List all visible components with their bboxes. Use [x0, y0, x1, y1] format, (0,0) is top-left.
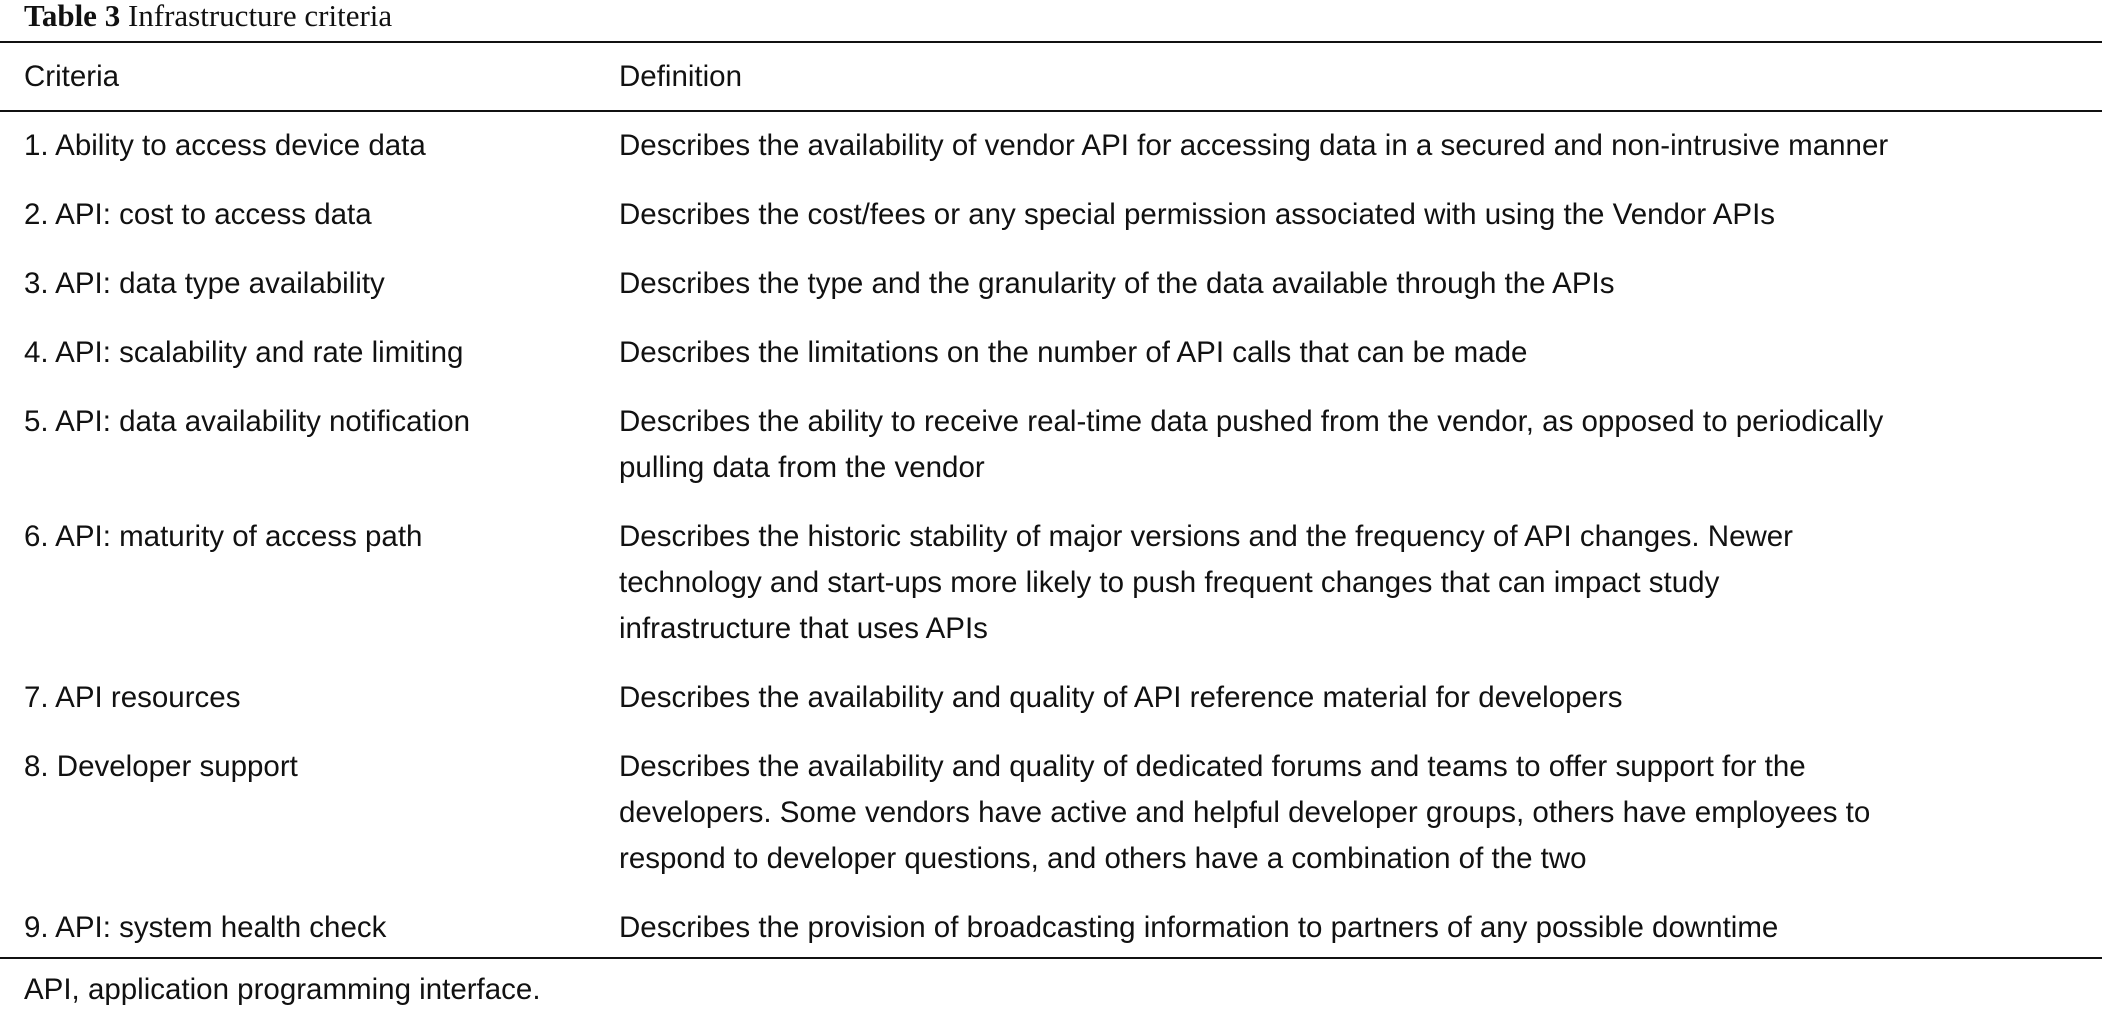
definition-cell: Describes the cost/fees or any special p… — [619, 192, 2089, 238]
definition-line: infrastructure that uses APIs — [619, 612, 988, 645]
definition-line: Describes the availability and quality o… — [619, 681, 1623, 714]
table-caption: Table 3 Infrastructure criteria — [24, 0, 392, 40]
table-bottom-rule — [0, 957, 2102, 959]
definition-line: Describes the type and the granularity o… — [619, 267, 1615, 300]
definition-cell: Describes the availability and quality o… — [619, 744, 2089, 882]
criteria-cell: 8. Developer support — [24, 750, 298, 783]
definition-cell: Describes the availability of vendor API… — [619, 123, 2089, 169]
definition-line: Describes the provision of broadcasting … — [619, 911, 1779, 944]
definition-line: developers. Some vendors have active and… — [619, 796, 1871, 829]
column-header-criteria: Criteria — [24, 60, 120, 93]
column-header-definition: Definition — [619, 60, 742, 93]
criteria-cell: 3. API: data type availability — [24, 267, 385, 300]
definition-line: respond to developer questions, and othe… — [619, 842, 1587, 875]
definition-line: pulling data from the vendor — [619, 451, 985, 484]
definition-cell: Describes the limitations on the number … — [619, 330, 2089, 376]
table-caption-title: Infrastructure criteria — [127, 0, 393, 33]
definition-line: Describes the availability and quality o… — [619, 750, 1806, 783]
table-header-rule — [0, 110, 2102, 112]
definition-cell: Describes the availability and quality o… — [619, 675, 2089, 721]
criteria-cell: 9. API: system health check — [24, 911, 387, 944]
table-caption-label: Table 3 — [24, 0, 121, 33]
definition-cell: Describes the type and the granularity o… — [619, 261, 2089, 307]
criteria-cell: 5. API: data availability notification — [24, 405, 471, 438]
criteria-cell: 1. Ability to access device data — [24, 129, 426, 162]
definition-line: Describes the historic stability of majo… — [619, 520, 1794, 553]
definition-cell: Describes the provision of broadcasting … — [619, 905, 2089, 951]
definition-line: Describes the limitations on the number … — [619, 336, 1528, 369]
criteria-cell: 2. API: cost to access data — [24, 198, 372, 231]
definition-line: Describes the ability to receive real-ti… — [619, 405, 1884, 438]
criteria-cell: 6. API: maturity of access path — [24, 520, 423, 553]
table-footnote: API, application programming interface. — [24, 973, 541, 1006]
definition-cell: Describes the historic stability of majo… — [619, 514, 2089, 652]
definition-line: Describes the availability of vendor API… — [619, 129, 1889, 162]
definition-line: technology and start-ups more likely to … — [619, 566, 1720, 599]
criteria-cell: 7. API resources — [24, 681, 241, 714]
definition-line: Describes the cost/fees or any special p… — [619, 198, 1776, 231]
criteria-cell: 4. API: scalability and rate limiting — [24, 336, 464, 369]
definition-cell: Describes the ability to receive real-ti… — [619, 399, 2089, 491]
table-top-rule — [0, 41, 2102, 43]
